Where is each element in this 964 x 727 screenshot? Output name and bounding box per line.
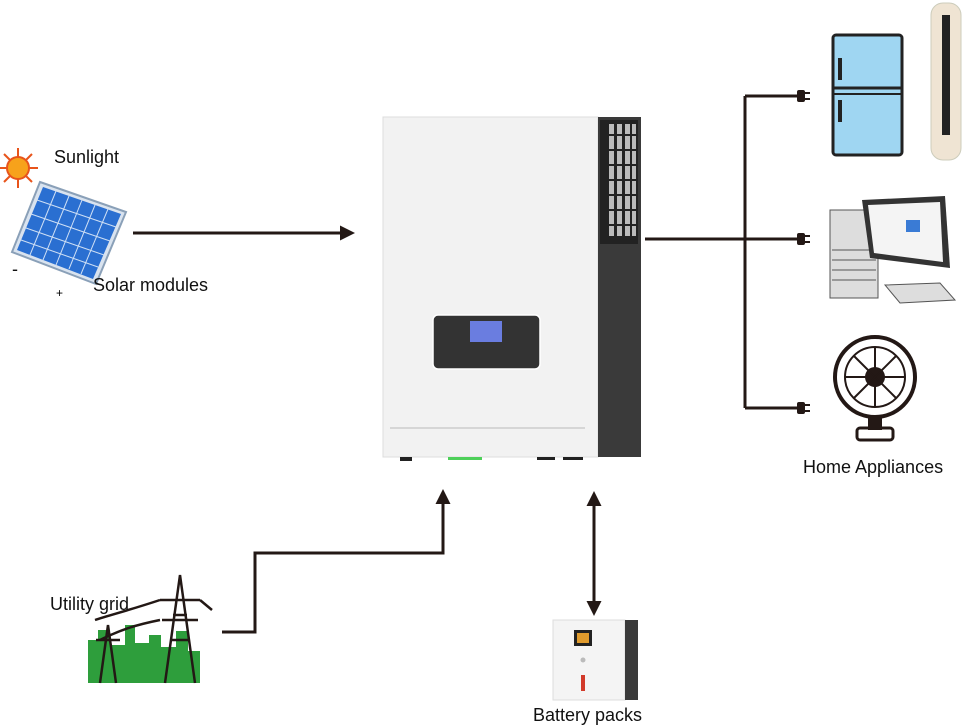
utility-grid-icon (88, 574, 213, 684)
battery-packs-label: Battery packs (533, 705, 642, 725)
computer-icon (829, 196, 957, 304)
solar-panel-icon (10, 180, 128, 286)
refrigerator-icon (831, 33, 904, 157)
battery-pack-image (552, 619, 638, 701)
inverter-image (382, 116, 641, 461)
air-conditioner-icon (930, 2, 962, 161)
fan-icon (833, 335, 917, 442)
sunlight-label: Sunlight (54, 147, 119, 167)
plus-terminal-label: + (56, 286, 63, 300)
sun-icon (0, 148, 38, 188)
output-wiring (645, 90, 810, 414)
home-appliances-label: Home Appliances (803, 457, 943, 477)
utility-grid-label: Utility grid (50, 594, 129, 614)
solar-modules-label: Solar modules (93, 275, 208, 295)
grid-to-inverter-arrow (222, 489, 451, 634)
minus-terminal-label: - (12, 259, 18, 279)
